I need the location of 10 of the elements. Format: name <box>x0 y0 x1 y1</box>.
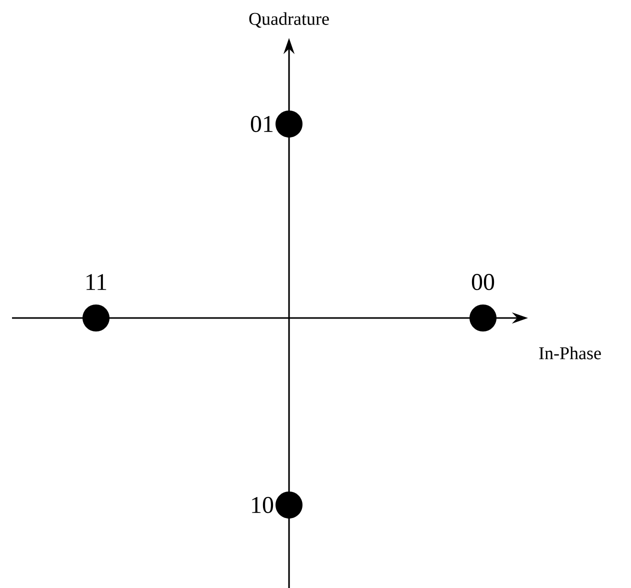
point-label: 01 <box>250 116 273 132</box>
axis-label: In-Phase <box>539 346 601 360</box>
constellation-dot <box>276 110 302 138</box>
axis-label: Quadrature <box>249 12 329 28</box>
point-label: 00 <box>472 274 494 290</box>
point-label: 11 <box>86 274 106 290</box>
point-label: 10 <box>252 496 274 514</box>
constellation-dot <box>276 492 302 518</box>
constellation-dot <box>470 304 496 332</box>
constellation-dot <box>82 304 110 332</box>
